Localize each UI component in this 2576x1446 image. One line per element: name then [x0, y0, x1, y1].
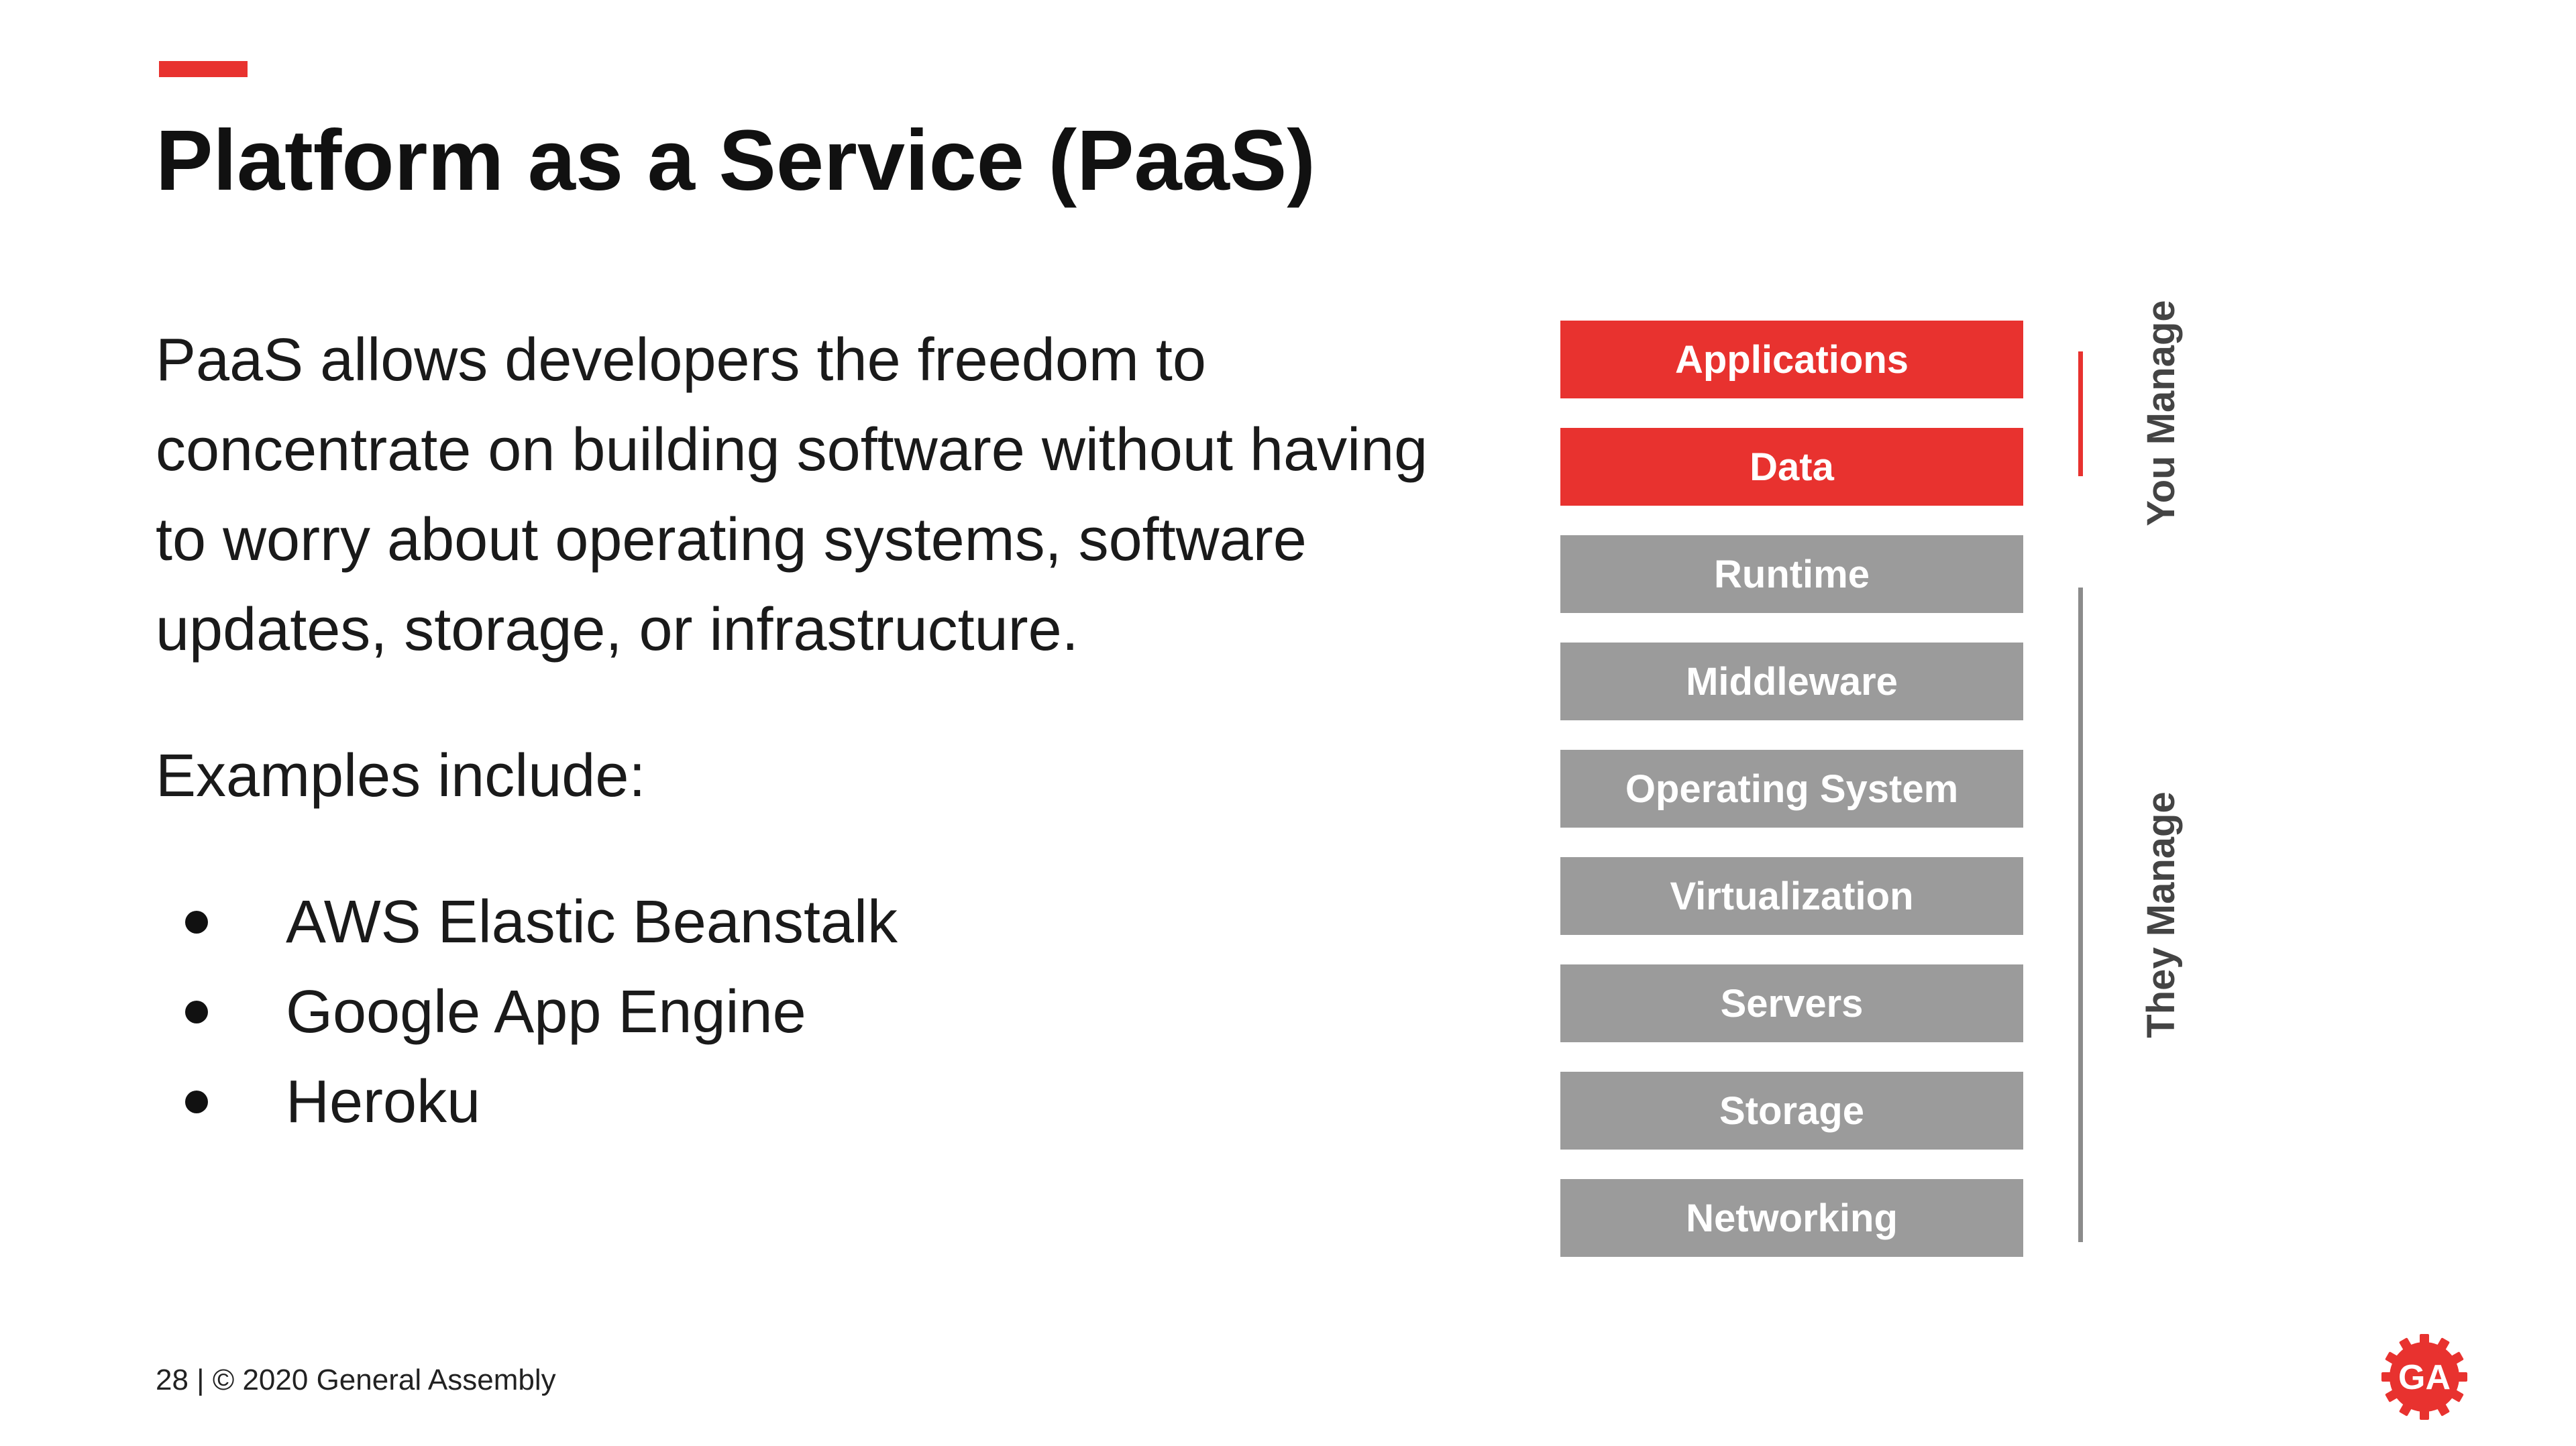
logo-text: GA [2398, 1358, 2451, 1397]
logo-gear-icon [2381, 1334, 2467, 1420]
general-assembly-logo-icon: GA [2381, 1334, 2467, 1420]
bullet-icon [185, 1091, 208, 1113]
example-aws-elastic-beanstalk: AWS Elastic Beanstalk [286, 889, 898, 956]
layer-virtualization: Virtualization [1560, 857, 2023, 935]
layer-data: Data [1560, 428, 2023, 506]
example-heroku: Heroku [286, 1068, 481, 1135]
layer-servers: Servers [1560, 964, 2023, 1042]
footer-copyright: 28 | © 2020 General Assembly [156, 1364, 556, 1396]
slide-title: Platform as a Service (PaaS) [156, 113, 1316, 209]
layer-middleware: Middleware [1560, 643, 2023, 720]
layer-operating-system: Operating System [1560, 750, 2023, 828]
bullet-icon [185, 911, 208, 934]
layer-applications: Applications [1560, 321, 2023, 398]
paas-responsibility-stack: Applications Data Runtime Middleware Ope… [1560, 321, 2023, 1286]
you-manage-label: You Manage [2139, 300, 2183, 526]
paas-description: PaaS allows developers the freedom to co… [156, 327, 1428, 663]
layer-storage: Storage [1560, 1072, 2023, 1150]
title-accent-bar [159, 61, 248, 77]
bullet-icon [185, 1001, 208, 1023]
they-manage-label: They Manage [2139, 791, 2183, 1038]
examples-label: Examples include: [156, 742, 646, 810]
you-manage-bracket [2078, 351, 2083, 476]
they-manage-bracket [2078, 588, 2083, 1242]
example-google-app-engine: Google App Engine [286, 979, 806, 1046]
layer-networking: Networking [1560, 1179, 2023, 1257]
layer-runtime: Runtime [1560, 535, 2023, 613]
